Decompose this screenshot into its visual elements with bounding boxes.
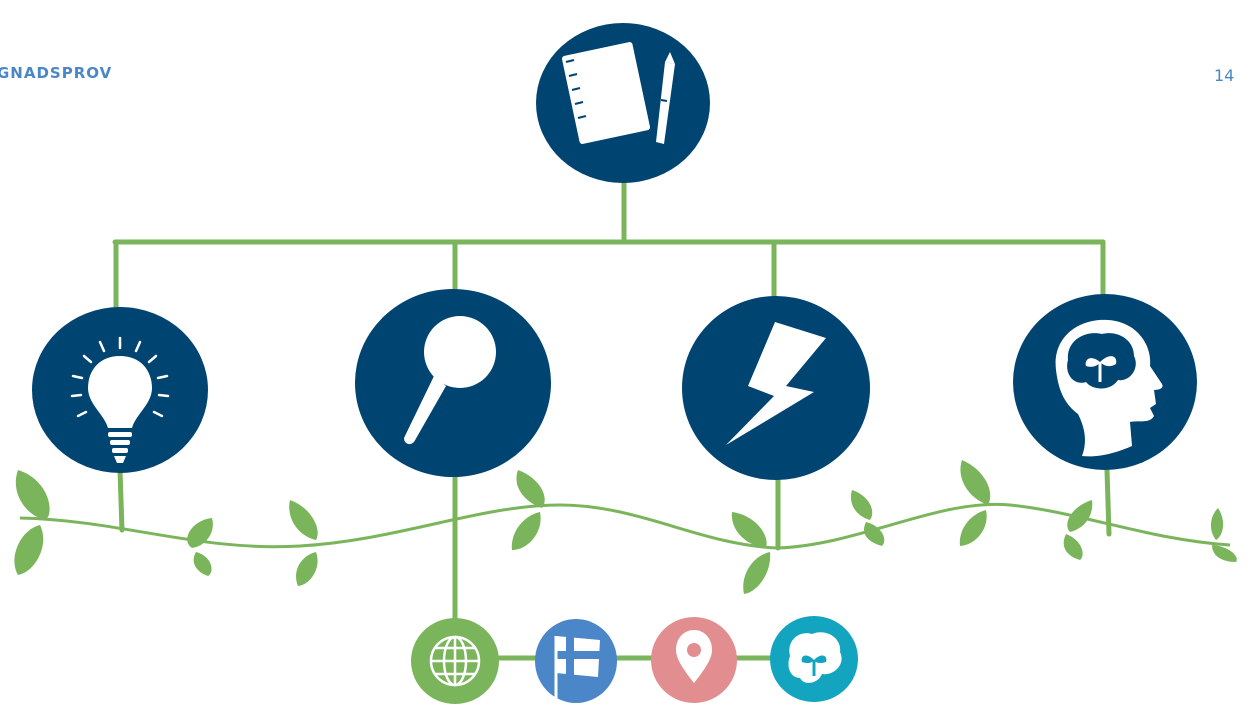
vine-stem bbox=[19, 502, 1231, 550]
vine-leaf bbox=[1067, 500, 1093, 532]
connector-lines bbox=[112, 167, 1112, 661]
finnish-flag-icon bbox=[554, 636, 600, 700]
vine-leaf bbox=[14, 525, 44, 575]
child-node-1 bbox=[32, 307, 208, 473]
vine-leaf bbox=[193, 552, 212, 576]
vine-leaf bbox=[511, 512, 541, 550]
vine-leaf bbox=[1210, 508, 1224, 540]
root-node bbox=[536, 23, 710, 183]
vine-leaf bbox=[15, 470, 50, 520]
sub-item-1 bbox=[411, 618, 499, 704]
sub-item-3 bbox=[651, 617, 737, 703]
sub-item-4 bbox=[770, 616, 858, 702]
vine-leaf bbox=[1063, 534, 1083, 560]
vine-leaf bbox=[863, 522, 885, 546]
vine bbox=[14, 460, 1237, 594]
globe-icon bbox=[429, 635, 481, 687]
header-title: GNADSPROV bbox=[0, 64, 113, 82]
vine-leaf bbox=[296, 552, 318, 586]
vine-leaf bbox=[960, 460, 991, 505]
vine-leaf bbox=[959, 510, 987, 546]
lightning-bolt-icon bbox=[726, 322, 826, 445]
vine-leaf bbox=[289, 500, 318, 540]
child-node-3 bbox=[682, 296, 870, 480]
lightbulb-icon bbox=[70, 336, 170, 463]
child-node-2 bbox=[355, 289, 551, 477]
head-brain-sprout-icon bbox=[1055, 319, 1163, 457]
vine-leaf bbox=[187, 518, 213, 548]
vine-leaf bbox=[850, 490, 873, 520]
page-number: 14 bbox=[1214, 66, 1235, 85]
notebook-pencil-icon bbox=[561, 42, 675, 144]
sub-item-2 bbox=[535, 619, 617, 703]
stem-1 bbox=[117, 467, 125, 533]
vine-leaf bbox=[743, 552, 771, 594]
vine-leaf bbox=[731, 512, 767, 548]
brain-sprout-icon bbox=[788, 632, 842, 683]
magnifying-glass-icon bbox=[404, 316, 496, 445]
vine-leaf bbox=[1212, 545, 1237, 562]
vine-leaf bbox=[516, 470, 545, 508]
location-pin-icon bbox=[676, 630, 712, 683]
child-node-4 bbox=[1013, 294, 1197, 470]
